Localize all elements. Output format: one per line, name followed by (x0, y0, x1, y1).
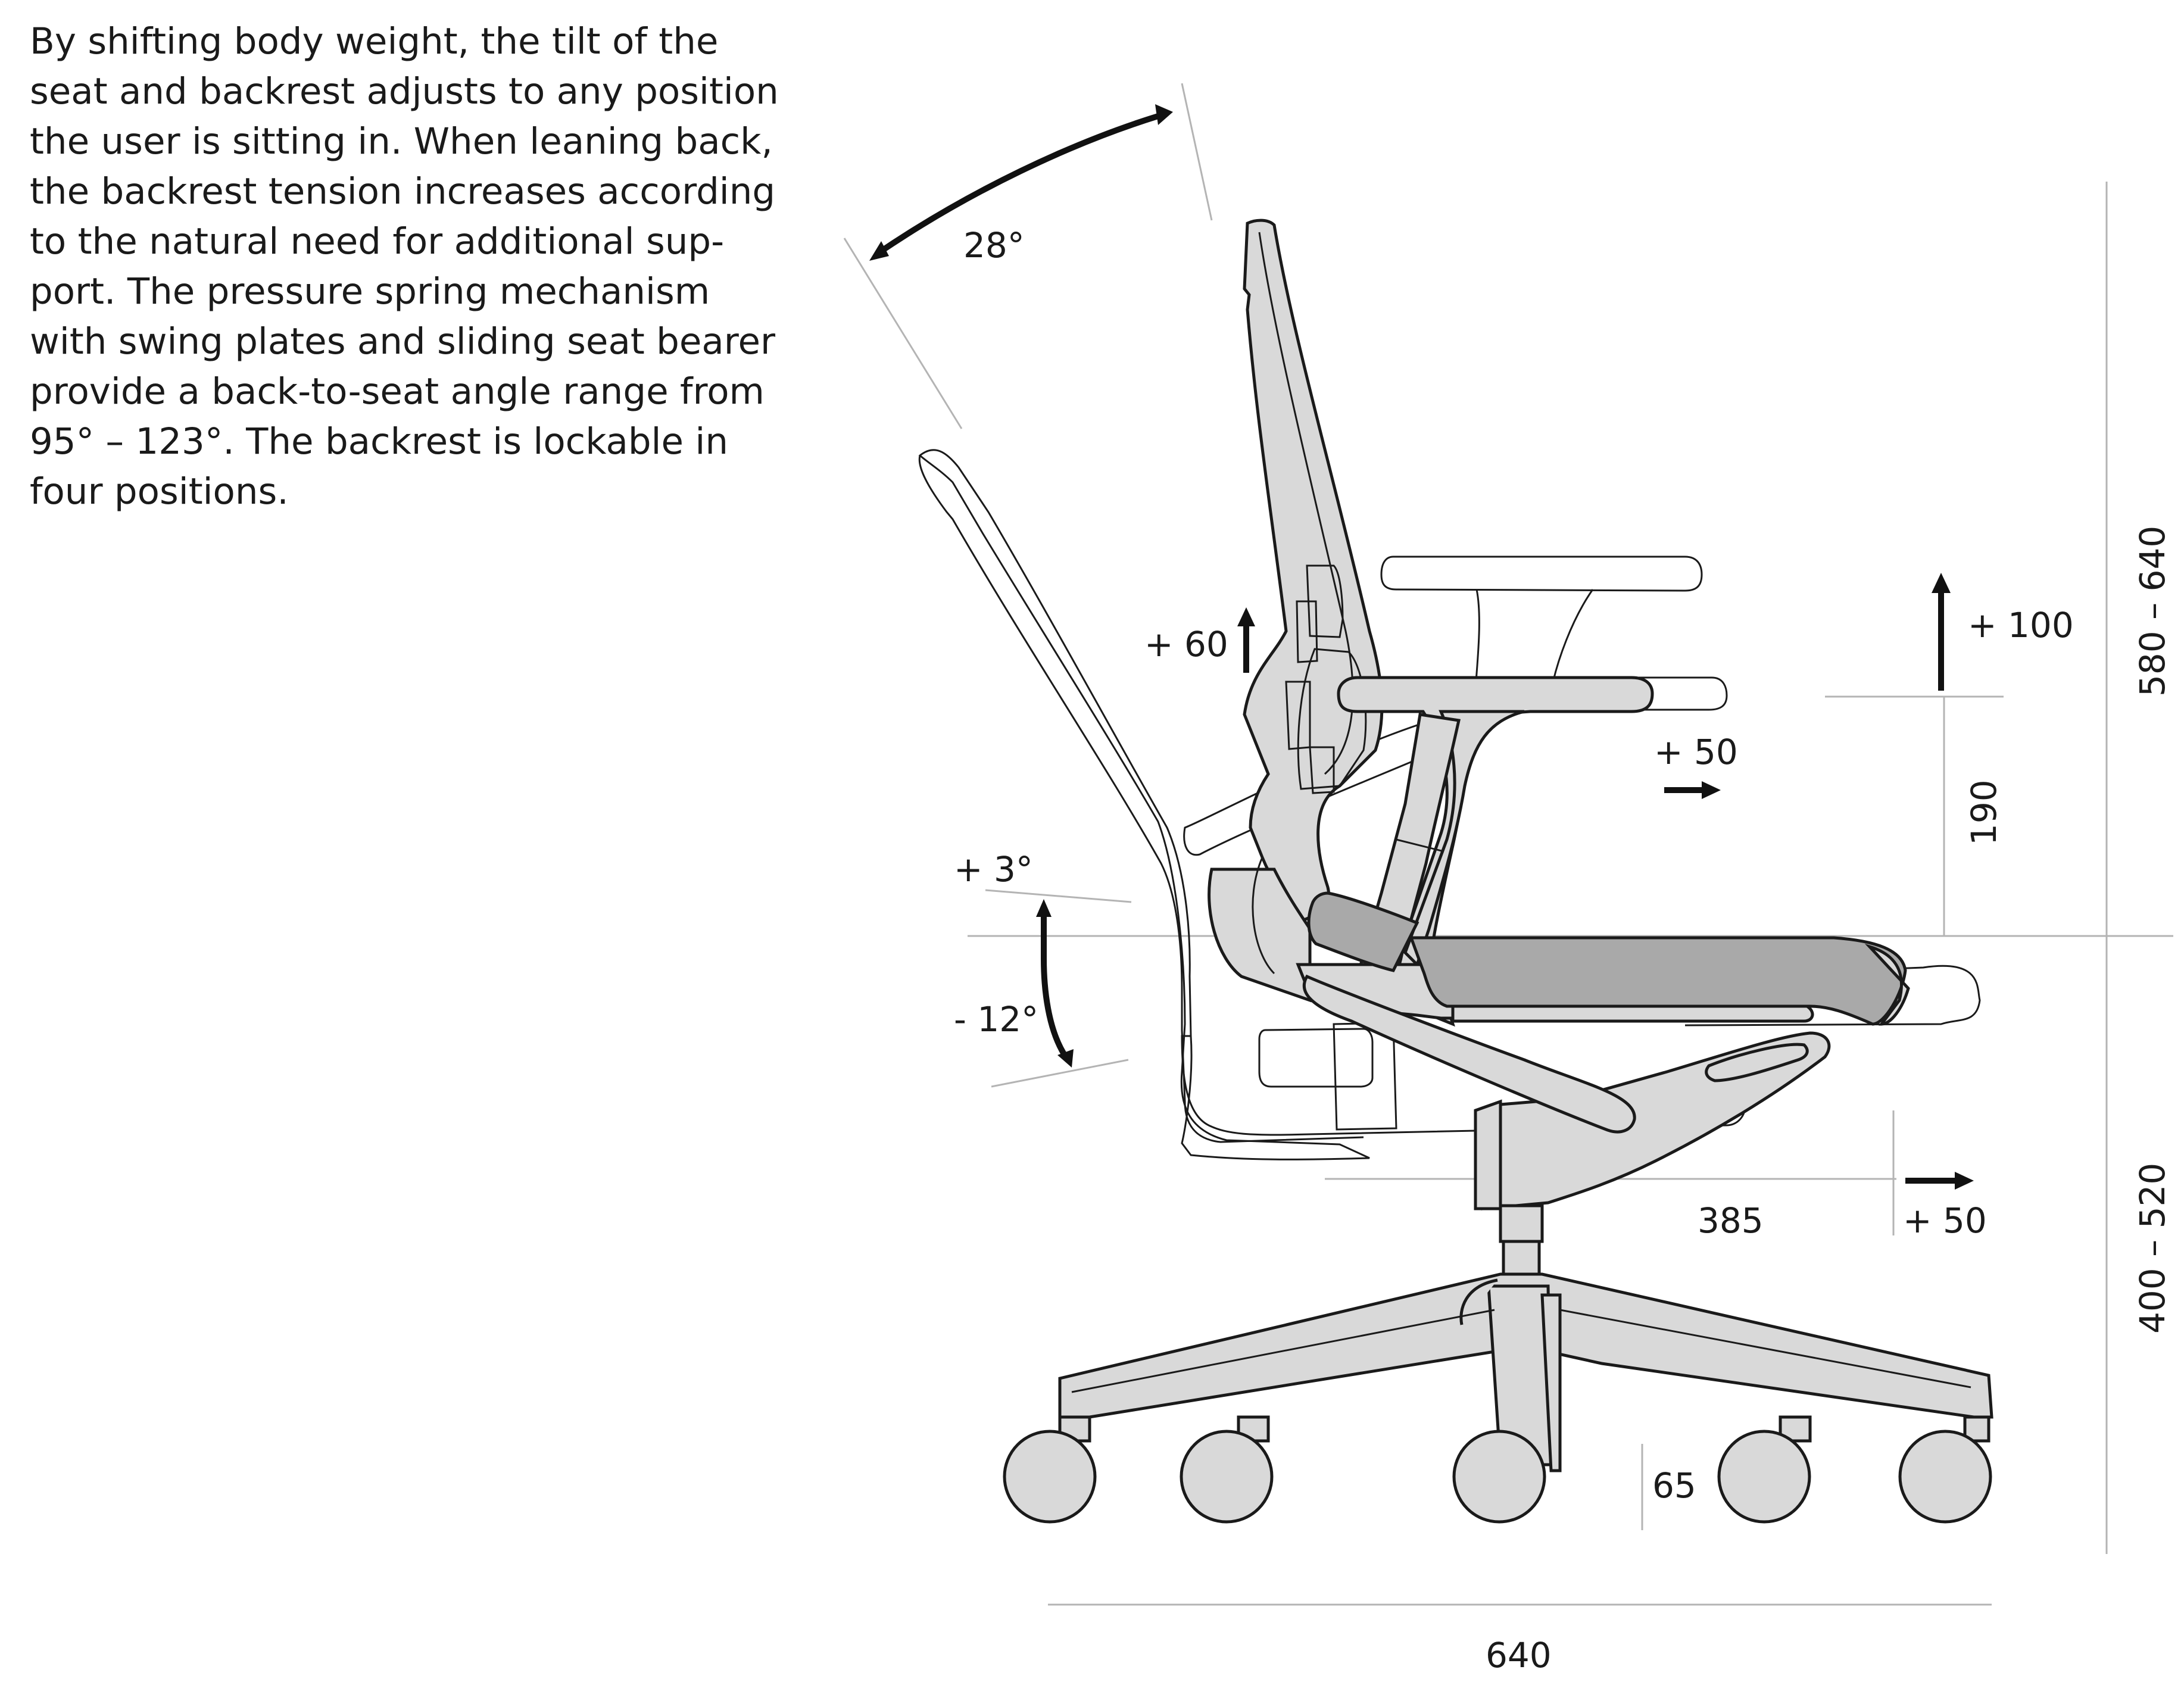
arrowhead (1155, 104, 1173, 125)
arrowhead (869, 241, 889, 261)
seat-depth-adjust-label: + 50 (1903, 1200, 1987, 1241)
backrest-height-label: + 60 (1144, 624, 1228, 664)
seat-tilt-back-label: - 12° (954, 999, 1038, 1040)
seat-tilt-arrow (1041, 914, 1069, 1059)
seat-tilt-forward-label: + 3° (954, 849, 1033, 890)
castor-wheel (1717, 1430, 1811, 1524)
base-width-label: 640 (1486, 1635, 1552, 1675)
tilt-back-reference-line (991, 1059, 1129, 1088)
armrest-height-above-seat-label: 190 (1964, 779, 2004, 845)
castor-wheel (1003, 1430, 1097, 1524)
upright-reference-line (1181, 83, 1213, 221)
chair-base (1003, 1272, 1993, 1524)
arrowhead (1932, 573, 1951, 593)
arrowhead (1057, 1049, 1074, 1068)
arrowhead (1036, 899, 1052, 917)
armrest-height-range-label: 580 – 640 (2132, 526, 2173, 697)
description-line: the user is sitting in. When leaning bac… (30, 120, 773, 163)
armrest-height-label: + 100 (1968, 605, 2074, 645)
description-line: seat and backrest adjusts to any positio… (30, 70, 779, 113)
seat-depth-label: 385 (1698, 1200, 1764, 1241)
description-line: four positions. (30, 470, 289, 513)
description-line: port. The pressure spring mechanism (30, 270, 710, 313)
backrest-angle-label: 28° (963, 225, 1025, 266)
backrest-angle-arrow (876, 113, 1159, 256)
tilt-forward-reference-line (985, 889, 1132, 903)
armrest-depth-label: + 50 (1654, 732, 1738, 772)
description-line: By shifting body weight, the tilt of the (30, 20, 719, 63)
castor-wheel (1180, 1430, 1274, 1524)
dimension-lines (843, 83, 2173, 1606)
description-line: with swing plates and sliding seat beare… (30, 320, 776, 363)
arrowhead (1702, 781, 1721, 799)
description-text: By shifting body weight, the tilt of the… (30, 17, 798, 517)
lumbar-support (1285, 564, 1367, 794)
seat-height-range-label: 400 – 520 (2132, 1163, 2173, 1334)
castor-height-label: 65 (1652, 1465, 1696, 1506)
arrowhead (1237, 607, 1255, 626)
seat-mechanism (1302, 974, 1831, 1279)
description-line: provide a back-to-seat angle range from (30, 370, 765, 413)
adjustment-arrows (869, 104, 1974, 1190)
description-line: 95° – 123°. The backrest is lockable in (30, 420, 729, 463)
castor-wheel (1452, 1430, 1546, 1524)
description-line: to the natural need for additional sup- (30, 220, 725, 263)
seat (1296, 891, 1910, 1026)
description-line: the backrest tension increases according (30, 170, 776, 213)
arrowhead (1955, 1172, 1974, 1190)
castor-wheel (1898, 1430, 1992, 1524)
recline-reference-line (843, 238, 963, 429)
backrest (1208, 219, 1384, 1003)
